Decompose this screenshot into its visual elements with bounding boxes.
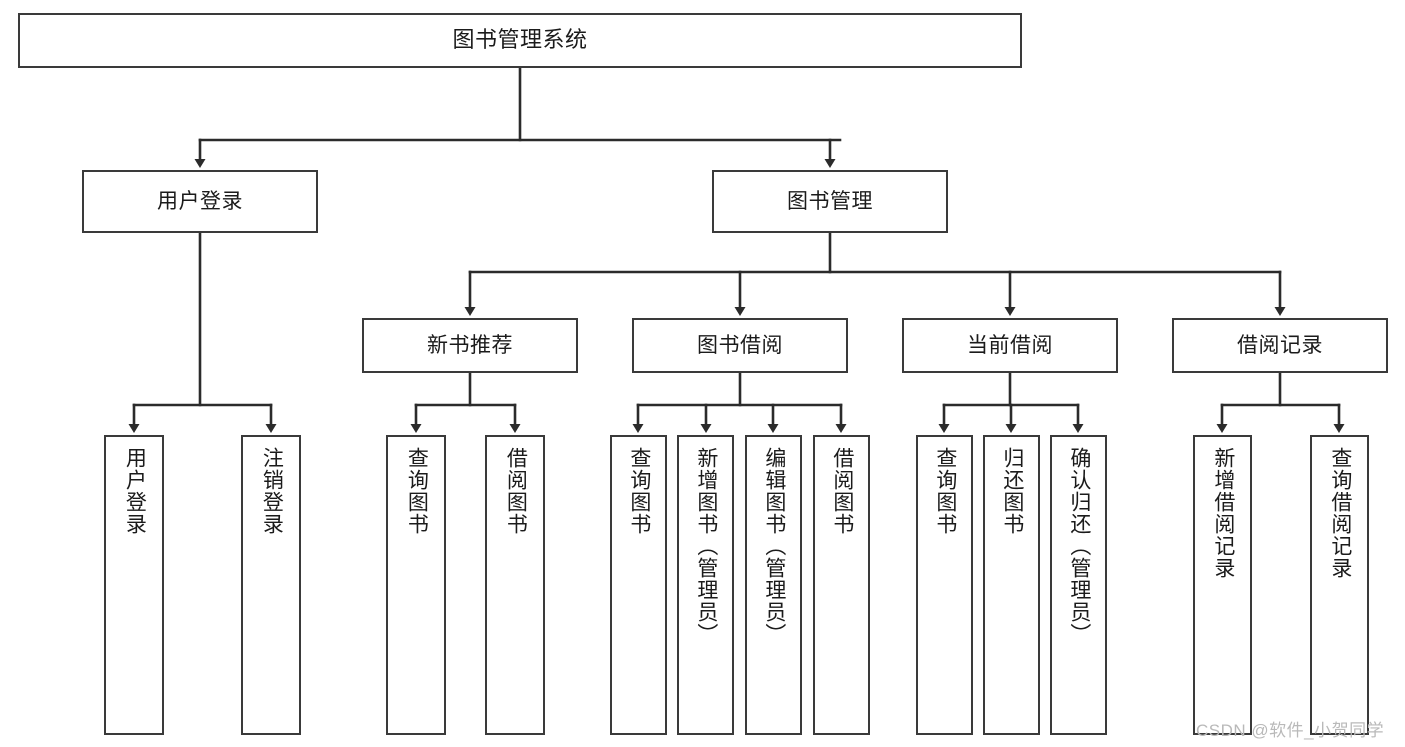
- node-label: 归还图书: [1000, 447, 1024, 535]
- node-borrow-record[interactable]: 借阅记录: [1172, 318, 1388, 373]
- node-leaf-edit-book-admin[interactable]: 编辑图书（管理员）: [745, 435, 802, 735]
- node-new-book-recommend[interactable]: 新书推荐: [362, 318, 578, 373]
- node-label: 新增借阅记录: [1211, 447, 1235, 579]
- node-label: 编辑图书（管理员）: [762, 447, 786, 645]
- node-leaf-confirm-return-admin[interactable]: 确认归还（管理员）: [1050, 435, 1107, 735]
- node-leaf-query-borrow-record[interactable]: 查询借阅记录: [1310, 435, 1369, 735]
- node-label: 用户登录: [123, 447, 147, 535]
- node-leaf-borrow-book-recommend[interactable]: 借阅图书: [485, 435, 545, 735]
- node-label: 图书管理系统: [452, 27, 588, 53]
- node-label: 借阅图书: [830, 447, 854, 535]
- node-label: 查询图书: [405, 447, 429, 535]
- csdn-watermark: CSDN @软件_小贺同学: [1196, 721, 1385, 740]
- node-leaf-add-book-admin[interactable]: 新增图书（管理员）: [677, 435, 734, 735]
- node-label: 新增图书（管理员）: [694, 447, 718, 645]
- node-leaf-user-login[interactable]: 用户登录: [104, 435, 164, 735]
- node-current-borrow[interactable]: 当前借阅: [902, 318, 1118, 373]
- node-leaf-query-book-borrow[interactable]: 查询图书: [610, 435, 667, 735]
- node-label: 图书借阅: [697, 333, 783, 357]
- node-leaf-borrow-book-borrow[interactable]: 借阅图书: [813, 435, 870, 735]
- node-leaf-query-book-current[interactable]: 查询图书: [916, 435, 973, 735]
- node-label: 查询图书: [933, 447, 957, 535]
- node-leaf-query-book-recommend[interactable]: 查询图书: [386, 435, 446, 735]
- node-book-borrow[interactable]: 图书借阅: [632, 318, 848, 373]
- node-user-login[interactable]: 用户登录: [82, 170, 318, 233]
- node-label: 借阅记录: [1237, 333, 1323, 357]
- node-book-manage[interactable]: 图书管理: [712, 170, 948, 233]
- node-label: 借阅图书: [504, 447, 528, 535]
- node-label: 确认归还（管理员）: [1067, 447, 1091, 645]
- node-root-system[interactable]: 图书管理系统: [18, 13, 1022, 68]
- node-label: 当前借阅: [967, 333, 1053, 357]
- node-leaf-return-book-current[interactable]: 归还图书: [983, 435, 1040, 735]
- node-leaf-add-borrow-record[interactable]: 新增借阅记录: [1193, 435, 1252, 735]
- node-leaf-logout[interactable]: 注销登录: [241, 435, 301, 735]
- node-label: 注销登录: [260, 447, 284, 535]
- node-label: 查询图书: [627, 447, 651, 535]
- node-label: 用户登录: [157, 189, 243, 213]
- node-label: 新书推荐: [427, 333, 513, 357]
- node-label: 图书管理: [787, 189, 873, 213]
- node-label: 查询借阅记录: [1328, 447, 1352, 579]
